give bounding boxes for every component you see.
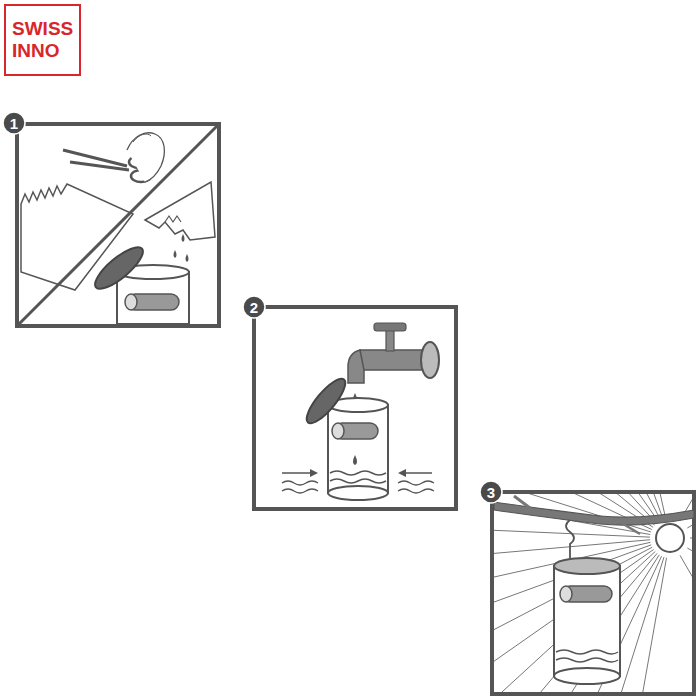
sun-ray (494, 553, 657, 692)
callout-number: 3 (487, 485, 495, 500)
step-badge: 3 (479, 480, 503, 504)
callout-number: 1 (10, 116, 18, 131)
badge-disc (480, 481, 502, 503)
sun-ray (543, 556, 661, 692)
step-badge: 2 (242, 295, 266, 319)
sun-ray (687, 548, 692, 568)
badge-disc (243, 296, 265, 318)
sun-ray (690, 538, 692, 539)
brand-name: SWISS INNO (12, 18, 74, 62)
step-badge: 1 (2, 111, 26, 135)
panel-one (17, 124, 219, 326)
brand-logo: SWISS INNO (4, 4, 81, 76)
sun-ray (605, 494, 666, 518)
badge-disc (3, 112, 25, 134)
sun-ray (494, 552, 655, 692)
sun-ray (509, 555, 659, 692)
sun-ray (494, 549, 654, 692)
panel-three (370, 245, 700, 700)
sun-ray (680, 555, 692, 590)
panel-two (254, 307, 456, 509)
callout-number: 2 (250, 300, 258, 315)
sun-ray (494, 547, 652, 676)
